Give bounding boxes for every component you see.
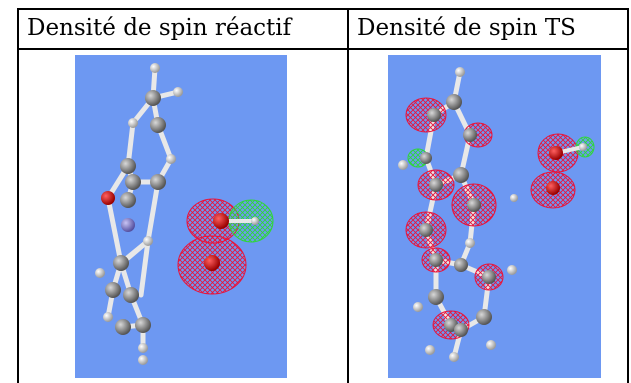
- reactant-atoms: [95, 63, 183, 365]
- ts-molecule-drawing: [398, 67, 595, 362]
- reactant-bonds: [105, 65, 181, 351]
- reactant-spin-lobes: [177, 198, 274, 295]
- ts-atoms: [398, 67, 517, 362]
- table-top-rule: [17, 8, 629, 10]
- table-left-border: [17, 8, 19, 383]
- reactant-molecule-drawing: [95, 63, 274, 365]
- reactant-spin-density-image: [75, 55, 287, 378]
- table-middle-border: [347, 8, 349, 383]
- header-reactant: Densité de spin réactif: [27, 15, 292, 41]
- table-right-border: [627, 8, 629, 383]
- ts-spin-density-image: [388, 55, 601, 378]
- header-ts: Densité de spin TS: [357, 15, 576, 41]
- table-header-rule: [17, 48, 629, 50]
